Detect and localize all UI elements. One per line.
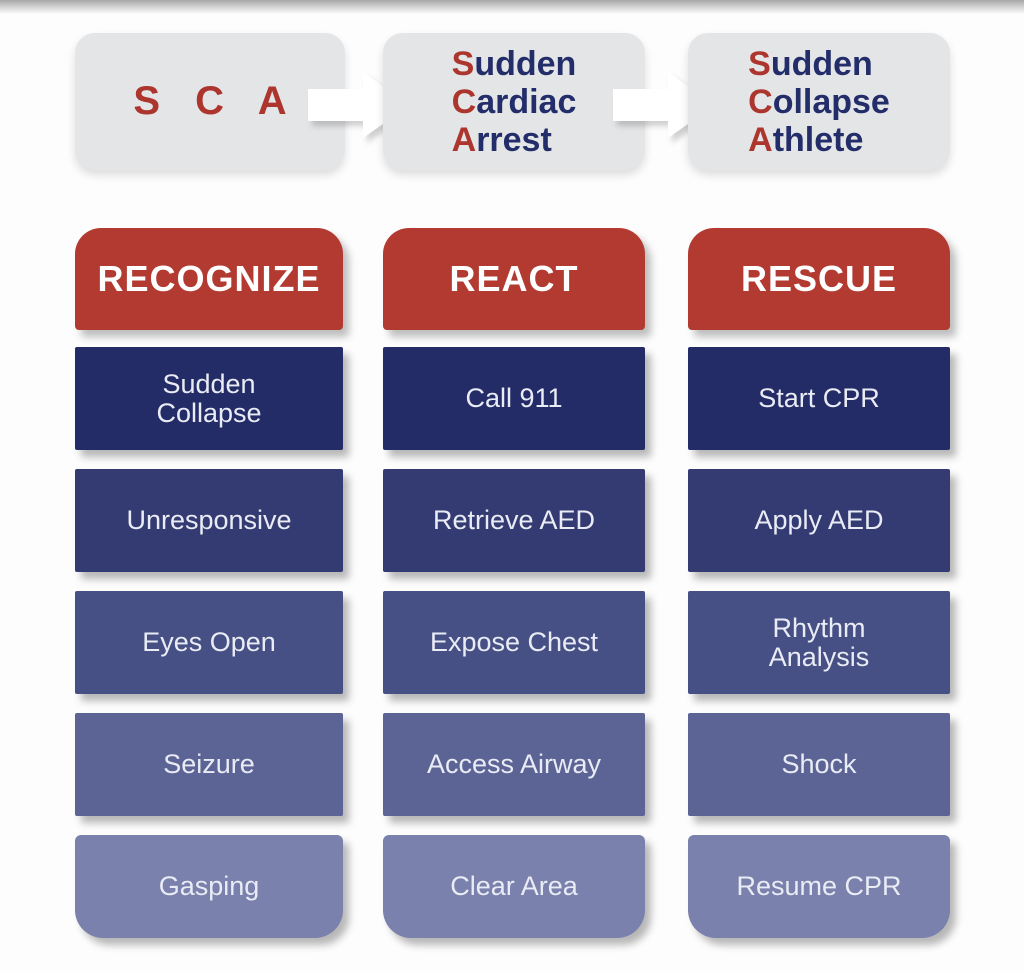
sca-acronym-text: S C A — [133, 79, 299, 123]
sudden-collapse-athlete-text: Sudden Collapse Athlete — [748, 45, 890, 159]
cell-call-911: Call 911 — [383, 347, 645, 450]
page-top-shadow — [0, 0, 1024, 14]
cell-eyes-open: Eyes Open — [75, 591, 343, 694]
cell-unresponsive: Unresponsive — [75, 469, 343, 572]
cell-rhythm-analysis: Rhythm Analysis — [688, 591, 950, 694]
cell-clear-area: Clear Area — [383, 835, 645, 938]
cell-gasping: Gasping — [75, 835, 343, 938]
word-collapse: Collapse — [748, 82, 890, 121]
cell-shock: Shock — [688, 713, 950, 816]
word-sudden: Sudden — [451, 44, 577, 83]
sudden-cardiac-arrest-text: Sudden Cardiac Arrest — [452, 45, 577, 159]
sca-acronym-box: S C A — [75, 33, 345, 170]
cell-apply-aed: Apply AED — [688, 469, 950, 572]
cell-access-airway: Access Airway — [383, 713, 645, 816]
column-rescue: RESCUE Start CPR Apply AED Rhythm Analys… — [688, 228, 950, 938]
word-cardiac: Cardiac — [451, 82, 577, 121]
cell-sudden-collapse: Sudden Collapse — [75, 347, 343, 450]
word-arrest: Arrest — [451, 120, 552, 159]
cell-resume-cpr: Resume CPR — [688, 835, 950, 938]
cell-seizure: Seizure — [75, 713, 343, 816]
sudden-cardiac-arrest-box: Sudden Cardiac Arrest — [383, 33, 645, 170]
word-sudden: Sudden — [748, 44, 873, 83]
cell-expose-chest: Expose Chest — [383, 591, 645, 694]
column-recognize: RECOGNIZE Sudden Collapse Unresponsive E… — [75, 228, 343, 938]
column-header-react: REACT — [383, 228, 645, 330]
column-header-recognize: RECOGNIZE — [75, 228, 343, 330]
sudden-collapse-athlete-box: Sudden Collapse Athlete — [688, 33, 950, 170]
cell-retrieve-aed: Retrieve AED — [383, 469, 645, 572]
word-athlete: Athlete — [748, 120, 864, 159]
column-react: REACT Call 911 Retrieve AED Expose Chest… — [383, 228, 645, 938]
column-header-rescue: RESCUE — [688, 228, 950, 330]
cell-start-cpr: Start CPR — [688, 347, 950, 450]
